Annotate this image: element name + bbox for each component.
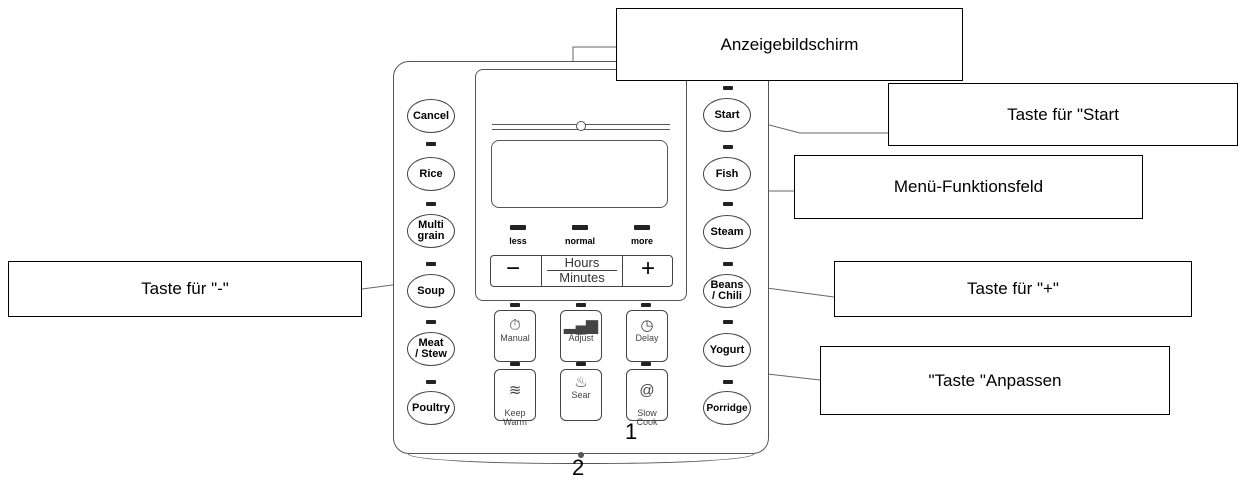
timer-icon: ⏱ xyxy=(509,317,521,334)
start-callout: Taste für "Start xyxy=(888,83,1238,146)
sear-button[interactable]: ♨ Sear xyxy=(560,369,602,421)
beans-chili-button[interactable]: Beans / Chili xyxy=(703,274,751,308)
slow-cook-button[interactable]: @ Slow Cook xyxy=(626,369,668,427)
yogurt-led xyxy=(723,320,733,324)
hours-minutes-label: Hours Minutes xyxy=(541,255,623,287)
display-ring-icon xyxy=(576,121,586,131)
meat-stew-button[interactable]: Meat / Stew xyxy=(407,332,455,366)
display-frame xyxy=(475,69,687,301)
plus-callout: Taste für "+" xyxy=(834,261,1192,317)
snail-icon: @ xyxy=(639,382,655,399)
rice-button[interactable]: Rice xyxy=(407,157,455,191)
delay-led xyxy=(641,303,651,307)
steam-led xyxy=(723,202,733,206)
beans-chili-led xyxy=(723,262,733,266)
label-number-1: 1 xyxy=(625,419,638,444)
label-number-2: 2 xyxy=(572,455,585,480)
soup-button[interactable]: Soup xyxy=(407,274,455,308)
slow-cook-led xyxy=(641,362,651,366)
menu-callout: Menü-Funktionsfeld xyxy=(794,155,1143,219)
clock-icon: ◷ xyxy=(640,317,654,334)
indicator-more-label: more xyxy=(630,236,653,246)
multigrain-led xyxy=(426,202,436,206)
start-button[interactable]: Start xyxy=(703,98,751,132)
panel-notch xyxy=(578,452,584,458)
slow-cook-label: Slow Cook xyxy=(636,408,658,427)
fish-button[interactable]: Fish xyxy=(703,157,751,191)
plus-button[interactable]: + xyxy=(641,255,656,282)
sear-label: Sear xyxy=(571,390,591,400)
start-pointer-line xyxy=(749,119,888,134)
minus-callout: Taste für "-" xyxy=(8,261,362,317)
porridge-led xyxy=(723,380,733,384)
indicator-less-led xyxy=(510,225,526,230)
display-callout: Anzeigebildschirm xyxy=(616,8,963,81)
sear-led xyxy=(576,362,586,366)
manual-button[interactable]: ⏱ Manual xyxy=(494,310,536,362)
delay-button[interactable]: ◷ Delay xyxy=(626,310,668,362)
adjust-label: Adjust xyxy=(568,333,594,343)
hours-label: Hours xyxy=(564,255,600,270)
soup-led xyxy=(426,262,436,266)
cancel-button[interactable]: Cancel xyxy=(407,99,455,133)
indicator-normal-led xyxy=(572,225,588,230)
poultry-led xyxy=(426,380,436,384)
time-control xyxy=(490,255,673,287)
minus-button[interactable]: − xyxy=(506,255,521,282)
poultry-button[interactable]: Poultry xyxy=(407,391,455,425)
adjust-led xyxy=(576,303,586,307)
yogurt-button[interactable]: Yogurt xyxy=(703,333,751,367)
adjust-button[interactable]: ▂▄▆ Adjust xyxy=(560,310,602,362)
keep-warm-button[interactable]: ≋ Keep Warm xyxy=(494,369,536,427)
steam-button[interactable]: Steam xyxy=(703,215,751,249)
multigrain-button[interactable]: Multi grain xyxy=(407,214,455,248)
meat-stew-led xyxy=(426,320,436,324)
flame-icon: ♨ xyxy=(574,374,588,391)
fish-led xyxy=(723,145,733,149)
keep-warm-label: Keep Warm xyxy=(503,408,527,427)
heat-waves-icon: ≋ xyxy=(508,382,522,399)
delay-label: Delay xyxy=(635,333,659,343)
rice-led xyxy=(426,142,436,146)
level-bars-icon: ▂▄▆ xyxy=(564,317,598,334)
indicator-normal-label: normal xyxy=(564,236,595,246)
start-led xyxy=(723,86,733,90)
manual-label: Manual xyxy=(500,333,530,343)
porridge-button[interactable]: Porridge xyxy=(703,391,751,425)
indicator-less-label: less xyxy=(509,236,527,246)
indicator-more-led xyxy=(634,225,650,230)
lcd-screen xyxy=(491,140,668,208)
manual-led xyxy=(510,303,520,307)
adjust-callout: "Taste "Anpassen xyxy=(820,346,1170,415)
keep-warm-led xyxy=(510,362,520,366)
minutes-label: Minutes xyxy=(547,270,617,285)
